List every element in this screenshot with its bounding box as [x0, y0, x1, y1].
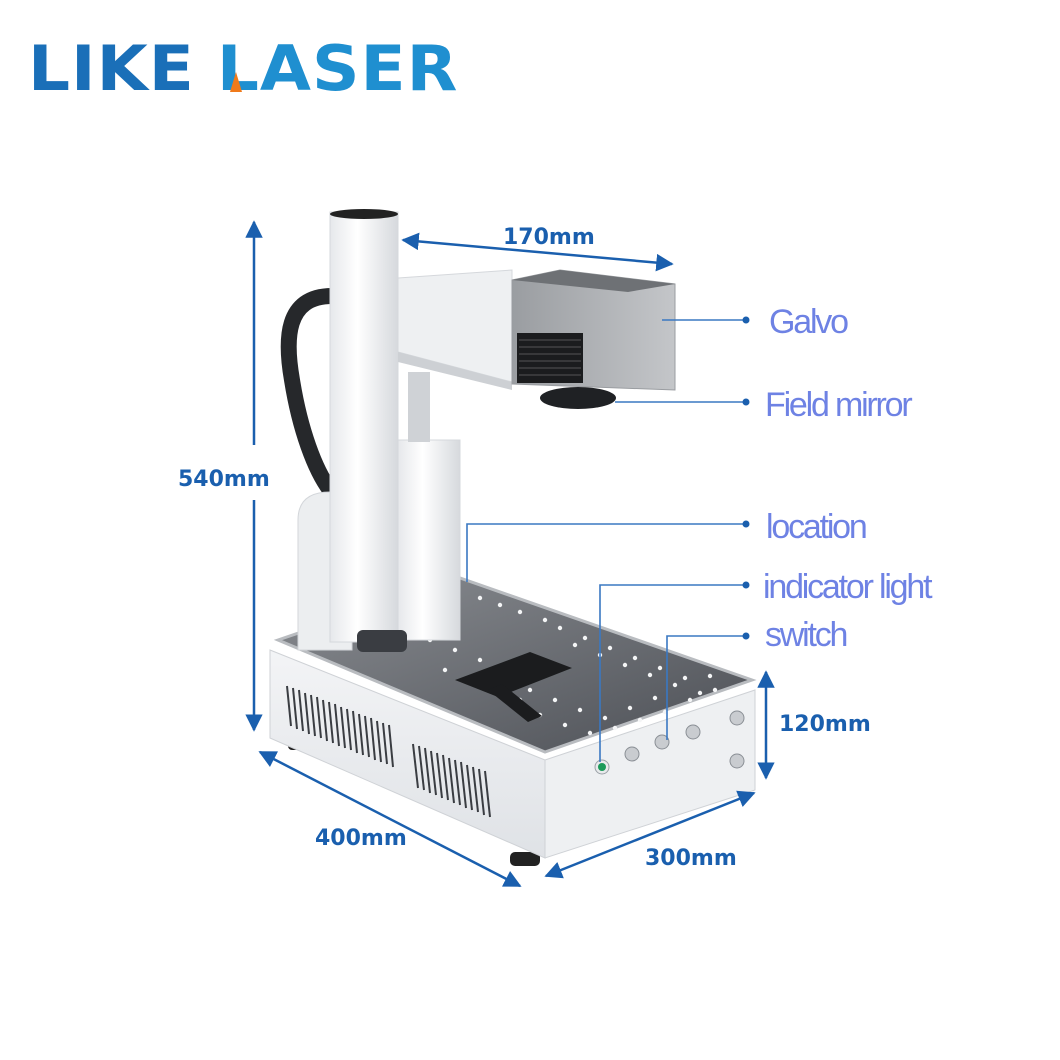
dimension-height-label: 540mm	[178, 467, 270, 492]
logo-accent-icon	[230, 72, 242, 92]
callout-leaders	[466, 319, 745, 762]
callout-indicator-light: indicator light	[763, 568, 933, 606]
switch-knob-icon	[729, 753, 745, 769]
logo-word-like: LIKE	[28, 31, 195, 106]
logo-word-laser: LASER	[216, 31, 459, 106]
dimension-depth-label: 400mm	[315, 826, 407, 851]
dimension-lines	[245, 220, 775, 888]
dimension-base-height-label: 120mm	[779, 712, 871, 737]
dimension-arm-label: 170mm	[503, 225, 595, 250]
callout-galvo: Galvo	[769, 303, 849, 341]
machine-column	[280, 209, 676, 652]
callout-field-mirror: Field mirror	[765, 386, 913, 424]
callout-location: location	[766, 508, 868, 546]
switch-knob-icon	[654, 734, 670, 750]
switch-knob-icon	[729, 710, 745, 726]
switch-knob-icon	[685, 724, 701, 740]
callout-dots	[742, 316, 750, 640]
control-panel	[594, 710, 745, 775]
switch-knob-icon	[624, 746, 640, 762]
dimension-width-label: 300mm	[645, 846, 737, 871]
field-mirror-lens-icon	[540, 387, 616, 409]
callout-switch: switch	[765, 616, 848, 654]
indicator-light-icon	[598, 763, 606, 771]
